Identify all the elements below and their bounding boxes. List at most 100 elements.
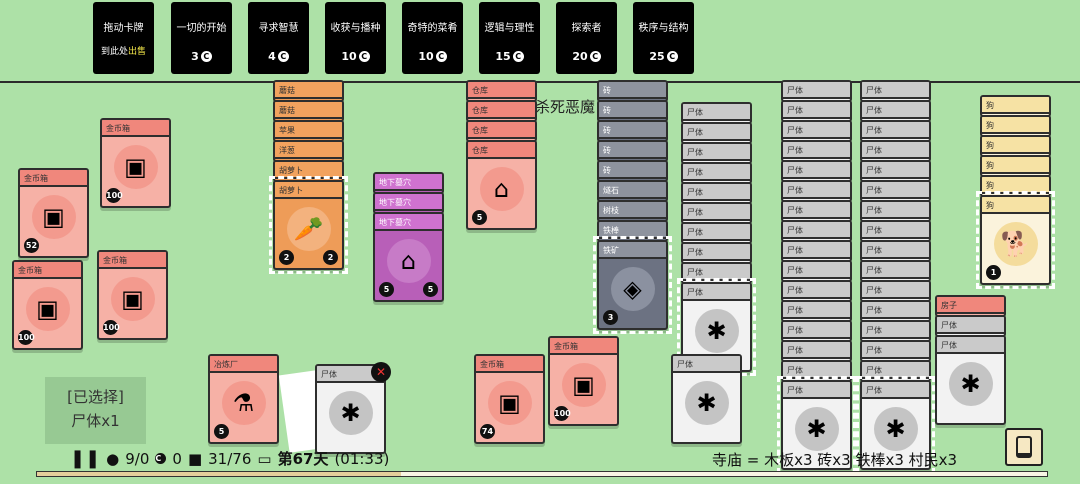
card[interactable]: 尸体 xyxy=(860,260,931,282)
card[interactable]: 尸体 xyxy=(860,340,931,362)
close-icon[interactable]: ✕ xyxy=(371,362,391,382)
card[interactable]: 尸体 xyxy=(860,100,931,122)
card[interactable]: 尸体 xyxy=(860,140,931,162)
card[interactable]: 尸体 xyxy=(860,120,931,142)
card[interactable]: 仓库 xyxy=(466,100,537,122)
card[interactable]: 尸体 xyxy=(781,140,852,162)
card-title: 尸体 xyxy=(862,182,929,199)
card[interactable]: 燧石 xyxy=(597,180,668,202)
booster-pack-0[interactable]: 拖动卡牌到此处出售 xyxy=(93,2,154,74)
card[interactable]: 树枝 xyxy=(597,200,668,222)
card[interactable]: 尸体 xyxy=(935,315,1006,337)
card[interactable]: 尸体 xyxy=(860,180,931,202)
card[interactable]: 尸体 xyxy=(681,142,752,164)
card[interactable]: 尸体 xyxy=(860,360,931,382)
card[interactable]: 尸体 xyxy=(860,160,931,182)
card[interactable]: 尸体 xyxy=(860,220,931,242)
card[interactable]: 金币箱▣100 xyxy=(97,250,168,340)
card[interactable]: 尸体 xyxy=(681,122,752,144)
card[interactable]: 尸体 xyxy=(781,340,852,362)
card[interactable]: 铁棒 xyxy=(597,220,668,242)
card[interactable]: 狗 xyxy=(980,175,1051,197)
card[interactable]: 尸体 xyxy=(681,222,752,244)
card[interactable]: 仓库 xyxy=(466,80,537,102)
card[interactable]: 尸体 xyxy=(781,260,852,282)
card[interactable]: 尸体 xyxy=(860,300,931,322)
card[interactable]: 地下墓穴 xyxy=(373,172,444,194)
card[interactable]: 尸体 xyxy=(781,100,852,122)
card[interactable]: 狗 xyxy=(980,95,1051,117)
card-title: 树枝 xyxy=(599,202,666,219)
card[interactable]: 尸体 xyxy=(781,220,852,242)
card[interactable]: 砖 xyxy=(597,80,668,102)
card[interactable]: 尸体✱ xyxy=(671,354,742,444)
card[interactable]: 尸体✱ xyxy=(935,335,1006,425)
card[interactable]: 蘑菇 xyxy=(273,100,344,122)
card[interactable]: 狗 xyxy=(980,115,1051,137)
value-badge: 100 xyxy=(106,188,123,203)
card[interactable]: 尸体 xyxy=(860,240,931,262)
card[interactable]: 尸体 xyxy=(860,80,931,102)
card[interactable]: 尸体 xyxy=(681,162,752,184)
card[interactable]: 尸体 xyxy=(781,80,852,102)
card[interactable]: 冶炼厂⚗5 xyxy=(208,354,279,444)
card[interactable]: 地下墓穴 xyxy=(373,192,444,214)
card[interactable]: 金币箱▣100 xyxy=(12,260,83,350)
card[interactable]: 房子 xyxy=(935,295,1006,317)
card[interactable]: 苹果 xyxy=(273,120,344,142)
card[interactable]: 尸体 xyxy=(860,320,931,342)
card[interactable]: 尸体✱ xyxy=(681,282,752,372)
card[interactable]: 狗🐕1 xyxy=(980,195,1051,285)
card[interactable]: 尸体 xyxy=(681,182,752,204)
card[interactable]: 洋葱 xyxy=(273,140,344,162)
card[interactable]: 铁矿◈3 xyxy=(597,240,668,330)
card[interactable]: 尸体 xyxy=(781,320,852,342)
card[interactable]: 砖 xyxy=(597,160,668,182)
chest-icon: ▣ xyxy=(561,363,606,407)
card[interactable]: 尸体 xyxy=(681,202,752,224)
card[interactable]: 金币箱▣100 xyxy=(548,336,619,426)
recipe-hint: 寺庙 = 木板x3 砖x3 铁棒x3 村民x3 xyxy=(712,451,958,469)
card[interactable]: 尸体 xyxy=(781,160,852,182)
card[interactable]: 尸体 xyxy=(781,120,852,142)
idea-book-button[interactable] xyxy=(1005,428,1043,466)
card[interactable]: 尸体✱ xyxy=(781,380,852,470)
pause-icon[interactable]: ❚❚ xyxy=(70,448,101,469)
chest-icon: ▣ xyxy=(25,287,70,331)
card[interactable]: 狗 xyxy=(980,135,1051,157)
card[interactable]: 尸体 xyxy=(681,262,752,284)
card[interactable]: 尸体 xyxy=(781,200,852,222)
card[interactable]: 尸体 xyxy=(781,300,852,322)
card[interactable]: 尸体 xyxy=(860,200,931,222)
card[interactable]: 蘑菇 xyxy=(273,80,344,102)
card[interactable]: 仓库 xyxy=(466,120,537,142)
card[interactable]: 仓库⌂5 xyxy=(466,140,537,230)
card[interactable]: 金币箱▣74 xyxy=(474,354,545,444)
card[interactable]: 砖 xyxy=(597,120,668,142)
card[interactable]: 狗 xyxy=(980,155,1051,177)
card[interactable]: 尸体✱ xyxy=(860,380,931,470)
card[interactable]: 尸体 xyxy=(681,242,752,264)
card[interactable]: 砖 xyxy=(597,100,668,122)
day-progress-bar xyxy=(36,471,1048,477)
card[interactable]: 尸体 xyxy=(681,102,752,124)
card[interactable]: 尸体 xyxy=(781,360,852,382)
card[interactable]: 尸体 xyxy=(781,180,852,202)
card[interactable]: 金币箱▣100 xyxy=(100,118,171,208)
pack-price: 20 xyxy=(572,50,588,63)
card[interactable]: 金币箱▣52 xyxy=(18,168,89,258)
card[interactable]: 尸体 xyxy=(781,280,852,302)
card[interactable]: 尸体 xyxy=(781,240,852,262)
card[interactable]: 胡萝卜 xyxy=(273,160,344,182)
card[interactable]: 砖 xyxy=(597,140,668,162)
card[interactable]: 尸体 xyxy=(860,280,931,302)
